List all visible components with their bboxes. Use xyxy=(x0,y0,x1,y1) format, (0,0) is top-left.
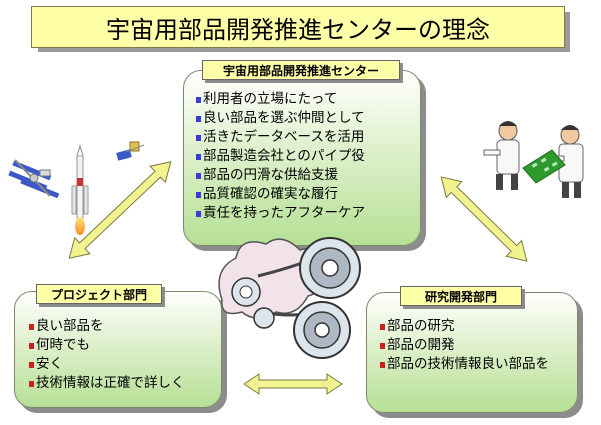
gears-icon xyxy=(218,237,361,359)
research-label: 研究開発部門 xyxy=(400,286,522,306)
list-item: 部品の円滑な供給支援 xyxy=(196,166,365,185)
bullet-icon xyxy=(29,342,34,349)
bullet-icon xyxy=(196,210,201,217)
list-item: 部品の技術情報良い部品を xyxy=(380,355,549,374)
list-item: 良い部品を選ぶ仲間として xyxy=(196,109,365,128)
center-label: 宇宙用部品開発推進センター xyxy=(202,60,400,80)
project-panel xyxy=(14,291,222,408)
list-item: 部品の研究 xyxy=(380,317,549,336)
list-item: 安く xyxy=(29,355,185,374)
arrow-center-project xyxy=(68,161,172,259)
list-item: 品質確認の確実な履行 xyxy=(196,185,365,204)
bullet-icon xyxy=(196,172,201,179)
center-principles-list: 利用者の立場にたって 良い部品を選ぶ仲間として 活きたデータベースを活用 部品製… xyxy=(196,90,365,223)
bullet-icon xyxy=(29,361,34,368)
scientists-icon xyxy=(483,121,584,198)
bullet-icon xyxy=(380,361,385,368)
list-item: 利用者の立場にたって xyxy=(196,90,365,109)
list-item: 良い部品を xyxy=(29,317,185,336)
bullet-icon xyxy=(380,323,385,330)
project-needs-list: 良い部品を 何時でも 安く 技術情報は正確で詳しく xyxy=(29,317,185,393)
arrow-project-research xyxy=(243,373,343,395)
project-label: プロジェクト部門 xyxy=(36,284,162,304)
list-item: 部品製造会社とのパイプ役 xyxy=(196,147,365,166)
bullet-icon xyxy=(29,323,34,330)
page-title: 宇宙用部品開発推進センターの理念 xyxy=(31,6,565,48)
bullet-icon xyxy=(380,342,385,349)
space-station-icon xyxy=(8,159,60,199)
list-item: 活きたデータベースを活用 xyxy=(196,128,365,147)
rocket-icon xyxy=(71,144,89,235)
bullet-icon xyxy=(196,191,201,198)
satellite-icon xyxy=(116,141,145,161)
research-tasks-list: 部品の研究 部品の開発 部品の技術情報良い部品を xyxy=(380,317,549,374)
list-item: 何時でも xyxy=(29,336,185,355)
research-panel xyxy=(366,292,578,413)
bullet-icon xyxy=(29,380,34,387)
bullet-icon xyxy=(196,134,201,141)
list-item: 責任を持ったアフターケア xyxy=(196,204,365,223)
bullet-icon xyxy=(196,115,201,122)
arrow-center-research xyxy=(440,176,528,262)
list-item: 技術情報は正確で詳しく xyxy=(29,374,185,393)
bullet-icon xyxy=(196,96,201,103)
list-item: 部品の開発 xyxy=(380,336,549,355)
bullet-icon xyxy=(196,153,201,160)
